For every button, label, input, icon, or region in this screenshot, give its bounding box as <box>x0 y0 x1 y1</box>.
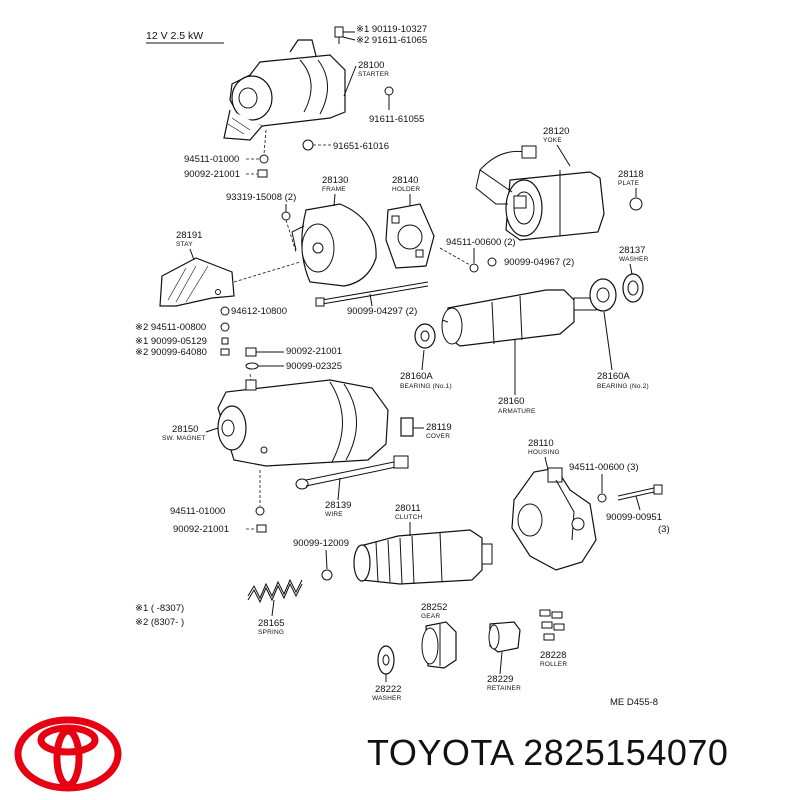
label-90099d-qty: (3) <box>658 524 670 535</box>
label-90099b: 90099-04297 (2) <box>347 306 417 317</box>
label-94612: 94612-10800 <box>231 306 287 317</box>
bolt-b-symbol <box>302 139 314 151</box>
housing-bolt <box>617 484 663 501</box>
name-28222: WASHER <box>372 695 402 702</box>
spec-heading: 12 V 2.5 kW <box>146 30 203 42</box>
starter-assembly-drawing <box>223 39 346 141</box>
label-28118: 28118 <box>618 169 644 180</box>
label-28140: 28140 <box>392 175 418 186</box>
plate-part <box>629 197 643 211</box>
name-28137: WASHER <box>619 256 649 263</box>
label-28160: 28160 <box>498 396 524 407</box>
armature-drawing <box>441 289 597 347</box>
name-28118: PLATE <box>618 180 640 187</box>
retainer-drawing <box>488 621 521 653</box>
frame-drawing <box>291 203 377 287</box>
label-90099d: 90099-00951 <box>606 512 662 523</box>
label-28229: 28229 <box>487 674 513 685</box>
range-note-2: ※2 (8307- ) <box>135 617 184 628</box>
through-bolt <box>315 281 429 307</box>
spring-drawing <box>247 578 303 604</box>
label-94511d: 94511-01000 <box>170 506 225 517</box>
name-28160A-2: BEARING (No.2) <box>597 383 649 390</box>
name-28165: SPRING <box>258 629 284 636</box>
name-28150: SW. MAGNET <box>162 435 206 442</box>
name-28119: COVER <box>426 433 450 440</box>
stay-drawing <box>159 257 235 307</box>
label-28139: 28139 <box>325 500 351 511</box>
label-28165: 28165 <box>258 618 284 629</box>
name-28120: YOKE <box>543 137 562 144</box>
range-note-1: ※1 ( -8307) <box>135 603 184 614</box>
name-28110: HOUSING <box>528 449 560 456</box>
label-94511c: 94511-00600 (3) <box>569 462 639 473</box>
label-28222: 28222 <box>375 684 401 695</box>
label-94511a: 94511-01000 <box>184 154 239 165</box>
note-5: ※2 90099-64080 <box>135 347 207 358</box>
brand-row: TOYOTA 2825154070 <box>0 712 800 796</box>
name-28100: STARTER <box>358 71 389 78</box>
housing-drawing <box>511 467 597 571</box>
label-28160A-2: 28160A <box>597 371 630 382</box>
name-28139: WIRE <box>325 511 343 518</box>
label-90099a: 90099-04967 (2) <box>504 257 574 268</box>
label-28160A-1: 28160A <box>400 371 433 382</box>
label-91611: 91611-61055 <box>369 114 424 125</box>
clutch-drawing <box>353 529 493 585</box>
bolt-part <box>334 26 344 44</box>
note-3: ※2 94511-00800 <box>135 322 206 333</box>
holder-drawing <box>385 203 435 269</box>
label-91651: 91651-61016 <box>333 141 389 152</box>
label-94511b: 94511-00600 (2) <box>446 237 516 248</box>
label-28137: 28137 <box>619 245 645 256</box>
label-28130: 28130 <box>322 175 348 186</box>
label-90092a: 90092-21001 <box>184 169 240 180</box>
name-28191: STAY <box>176 241 193 248</box>
label-28150: 28150 <box>172 424 198 435</box>
sw-magnet-drawing <box>217 379 389 467</box>
name-28229: RETAINER <box>487 685 521 692</box>
diagram-reference: ME D455-8 <box>610 697 658 708</box>
name-28160: ARMATURE <box>498 408 536 415</box>
label-28228: 28228 <box>540 650 566 661</box>
rollers-drawing <box>539 609 565 641</box>
label-90099e: 90099-12009 <box>293 538 349 549</box>
label-28011: 28011 <box>395 503 421 514</box>
label-28110: 28110 <box>528 438 554 449</box>
name-28140: HOLDER <box>392 186 420 193</box>
label-28191: 28191 <box>176 230 202 241</box>
cover-part <box>400 417 414 437</box>
toyota-logo-icon <box>14 716 122 792</box>
label-28120: 28120 <box>543 126 569 137</box>
name-28130: FRAME <box>322 186 346 193</box>
wire-drawing <box>295 455 409 490</box>
note-4: ※1 90099-05129 <box>135 336 207 347</box>
label-93319: 93319-15008 (2) <box>226 192 296 203</box>
name-28228: ROLLER <box>540 661 567 668</box>
name-28252: GEAR <box>421 613 440 620</box>
label-28252: 28252 <box>421 602 447 613</box>
name-28011: CLUTCH <box>395 514 423 521</box>
label-90092b: 90092-21001 <box>286 346 342 357</box>
gear-drawing <box>421 621 457 669</box>
name-28160A-1: BEARING (No.1) <box>400 383 452 390</box>
yoke-drawing <box>475 145 605 241</box>
note-1: ※1 90119-10327 <box>356 24 427 35</box>
brand-part-title: TOYOTA 2825154070 <box>367 732 729 773</box>
note-2: ※2 91611-61065 <box>356 35 427 46</box>
label-90092c: 90092-21001 <box>173 524 229 535</box>
label-28100: 28100 <box>358 60 384 71</box>
label-28119: 28119 <box>426 422 452 433</box>
label-90099c: 90099-02325 <box>286 361 342 372</box>
